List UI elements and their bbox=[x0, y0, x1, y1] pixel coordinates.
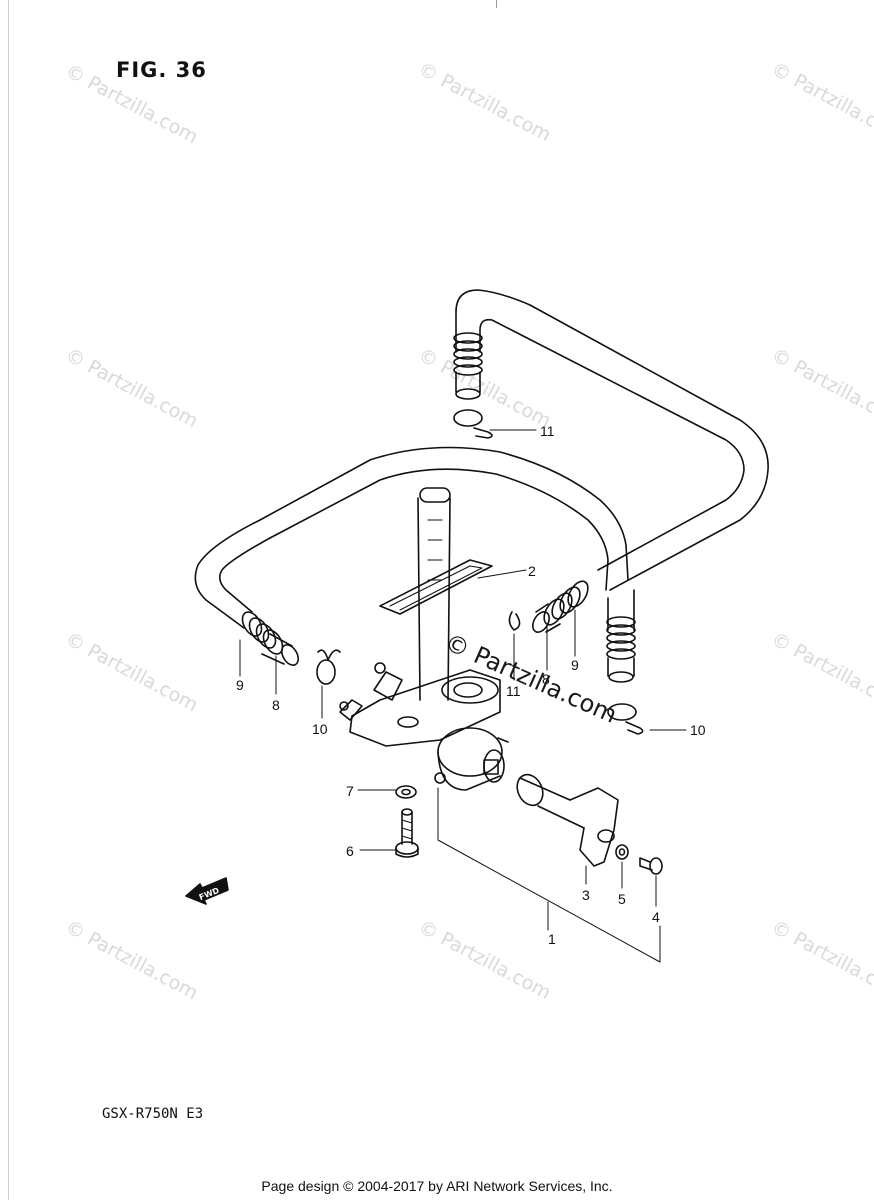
scan-edge-line bbox=[8, 0, 9, 1200]
forward-arrow-icon bbox=[185, 877, 229, 905]
washer-5 bbox=[615, 844, 629, 860]
callout-11-mid: 11 bbox=[506, 683, 521, 699]
clip-10-right bbox=[607, 703, 644, 735]
callout-7: 7 bbox=[346, 783, 354, 799]
callout-9-right: 9 bbox=[571, 657, 579, 673]
bolt-6 bbox=[395, 808, 419, 858]
callout-2: 2 bbox=[528, 563, 536, 579]
fuel-strainer bbox=[379, 487, 493, 701]
screw-4 bbox=[639, 857, 663, 875]
fuel-hose-rear bbox=[453, 289, 769, 683]
callout-1: 1 bbox=[548, 931, 556, 947]
fuel-hose-front bbox=[194, 446, 629, 666]
callout-6: 6 bbox=[346, 843, 354, 859]
fuel-cock-lever bbox=[516, 773, 619, 867]
callout-3: 3 bbox=[582, 887, 590, 903]
figure-title: FIG. 36 bbox=[116, 58, 207, 82]
model-code: GSX-R750N E3 bbox=[102, 1106, 204, 1122]
callout-8-right: 8 bbox=[542, 671, 550, 687]
callout-4: 4 bbox=[652, 909, 660, 925]
fuel-cock-body bbox=[339, 662, 509, 791]
copyright-footer: Page design © 2004-2017 by ARI Network S… bbox=[261, 1178, 613, 1194]
callout-9-left: 9 bbox=[236, 677, 244, 693]
callout-8-left: 8 bbox=[272, 697, 280, 713]
leader-lines bbox=[239, 429, 687, 963]
clip-11-mid bbox=[508, 611, 521, 631]
clip-10-left bbox=[316, 649, 341, 685]
washer-7 bbox=[395, 785, 417, 799]
callout-11-top: 11 bbox=[540, 423, 555, 439]
callout-10-right: 10 bbox=[690, 722, 706, 738]
callout-5: 5 bbox=[618, 891, 626, 907]
clip-11-top bbox=[453, 409, 493, 439]
registration-tick bbox=[496, 0, 497, 8]
callout-10-left: 10 bbox=[312, 721, 328, 737]
